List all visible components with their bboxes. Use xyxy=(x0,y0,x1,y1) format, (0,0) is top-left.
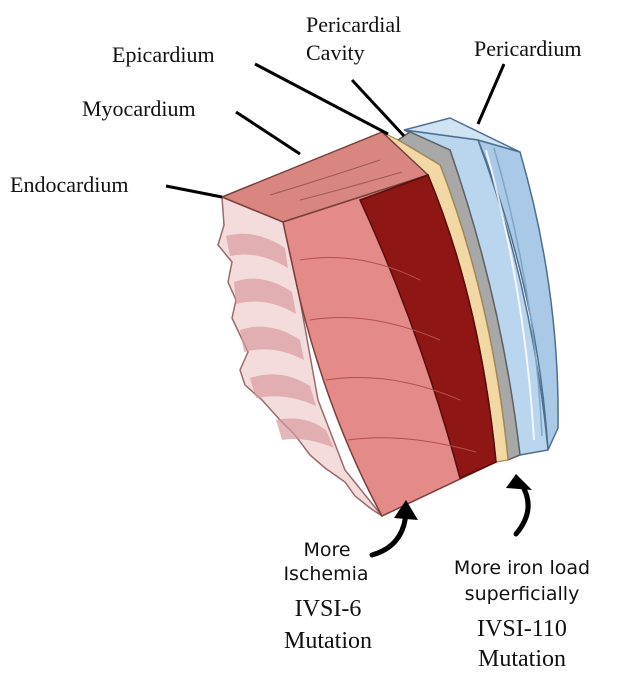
iron-arrowhead xyxy=(506,474,532,490)
label-pericardial-cavity-line1: Pericardial xyxy=(306,12,401,37)
ischemia-mutation-line2: Mutation xyxy=(268,628,388,656)
iron-line1: More iron load xyxy=(432,558,612,580)
leader-pericardium xyxy=(478,64,504,124)
iron-arrow xyxy=(516,482,528,534)
iron-mutation-line1: IVSI-110 xyxy=(452,616,592,644)
label-endocardium: Endocardium xyxy=(10,172,129,197)
leader-myocardium xyxy=(236,112,300,154)
leader-endocardium xyxy=(166,186,222,197)
label-myocardium: Myocardium xyxy=(82,96,196,121)
label-pericardial-cavity-line2: Cavity xyxy=(306,40,365,65)
label-epicardium: Epicardium xyxy=(112,42,215,67)
iron-line2: superficially xyxy=(432,584,612,606)
ischemia-line2: Ischemia xyxy=(276,564,376,586)
ischemia-mutation-line1: IVSI-6 xyxy=(268,596,388,624)
iron-mutation-line2: Mutation xyxy=(452,646,592,674)
ischemia-line1: More xyxy=(282,540,372,562)
label-pericardium: Pericardium xyxy=(474,36,582,61)
